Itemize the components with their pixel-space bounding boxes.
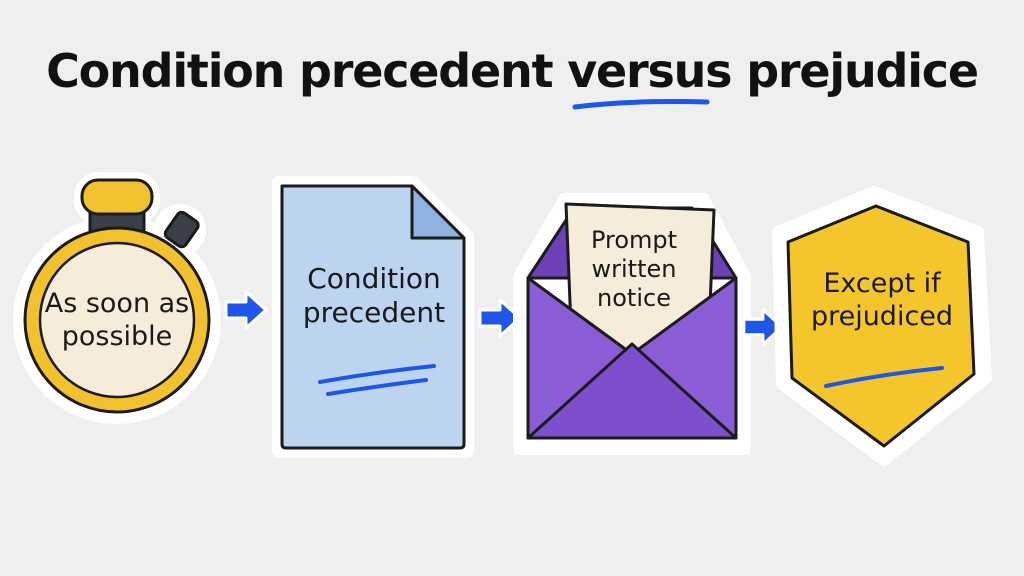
document-icon [272,176,474,458]
step-label-condition-precedent: Condition precedent [286,262,462,330]
step-label-line: possible [61,320,173,352]
title-tail: prejudice [731,44,979,98]
stopwatch-icon [13,172,221,424]
page-title: Condition precedent versus prejudice [0,44,1024,110]
step-label-line: written [591,254,677,283]
shield-icon [772,186,992,466]
step-label-line: prejudiced [810,300,954,332]
step-label-as-soon-as-possible: As soon as possible [30,288,204,354]
step-label-line: As soon as [44,288,190,319]
title-emphasis-wrap: versus [567,44,733,110]
step-label-line: Condition [307,262,441,295]
step-label-except-if-prejudiced: Except if prejudiced [794,268,970,334]
step-label-line: precedent [302,296,446,330]
arrow-right-icon [478,298,522,338]
arrow-right-icon [224,290,268,330]
step-label-line: Prompt [590,226,678,254]
arrow-right-icon [742,308,784,346]
title-underline [572,99,710,110]
title-emphasis: versus [567,44,732,98]
step-label-prompt-written-notice: Prompt written notice [574,226,694,312]
step-label-line: Except if [823,268,941,299]
envelope-icon [513,193,751,455]
step-label-line: notice [597,283,671,312]
title-lead: Condition precedent [46,44,568,98]
